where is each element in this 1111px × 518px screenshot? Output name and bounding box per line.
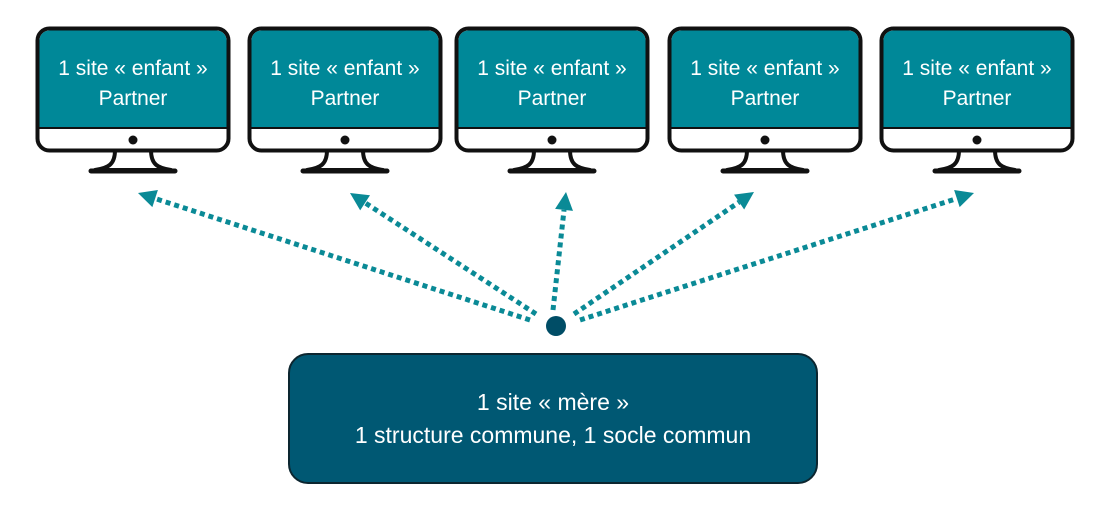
hub-dot <box>546 316 566 336</box>
monitor-icon <box>247 26 443 174</box>
monitor-icon <box>667 26 863 174</box>
child-site-label: 1 site « enfant » Partner <box>883 54 1071 114</box>
child-site-monitor: 1 site « enfant » Partner <box>247 26 443 178</box>
child-site-subtitle: Partner <box>517 87 587 110</box>
arrow-head-icon <box>555 192 573 211</box>
dotted-arrow-line <box>572 200 741 317</box>
monitor-icon <box>454 26 650 174</box>
monitor-icon <box>35 26 231 174</box>
child-site-label: 1 site « enfant » Partner <box>458 54 646 114</box>
child-site-monitor: 1 site « enfant » Partner <box>879 26 1075 178</box>
arrow-head-icon <box>954 189 974 208</box>
child-site-title: 1 site « enfant » <box>902 57 1052 80</box>
mother-site-box: 1 site « mère » 1 structure commune, 1 s… <box>288 353 818 484</box>
dotted-arrow-line <box>154 196 531 323</box>
child-site-subtitle: Partner <box>98 87 168 110</box>
dotted-arrow-line <box>363 200 538 317</box>
child-site-label: 1 site « enfant » Partner <box>671 54 859 114</box>
child-site-title: 1 site « enfant » <box>690 57 840 80</box>
arrow-head-icon <box>350 193 370 211</box>
dotted-arrow-line <box>579 196 958 323</box>
monitor-icon <box>879 26 1075 174</box>
child-site-subtitle: Partner <box>730 87 800 110</box>
child-site-monitor: 1 site « enfant » Partner <box>454 26 650 178</box>
child-site-title: 1 site « enfant » <box>58 57 208 80</box>
child-site-subtitle: Partner <box>310 87 380 110</box>
dotted-arrow-line <box>550 209 567 311</box>
child-site-title: 1 site « enfant » <box>477 57 627 80</box>
child-site-subtitle: Partner <box>942 87 1012 110</box>
child-site-label: 1 site « enfant » Partner <box>251 54 439 114</box>
child-site-label: 1 site « enfant » Partner <box>39 54 227 114</box>
mother-site-subtitle: 1 structure commune, 1 socle commun <box>354 421 752 448</box>
arrow-head-icon <box>138 189 158 208</box>
child-site-monitor: 1 site « enfant » Partner <box>35 26 231 178</box>
mother-site-title: 1 site « mère » <box>476 388 630 415</box>
arrow-head-icon <box>734 192 754 210</box>
child-site-title: 1 site « enfant » <box>270 57 420 80</box>
child-site-monitor: 1 site « enfant » Partner <box>667 26 863 178</box>
